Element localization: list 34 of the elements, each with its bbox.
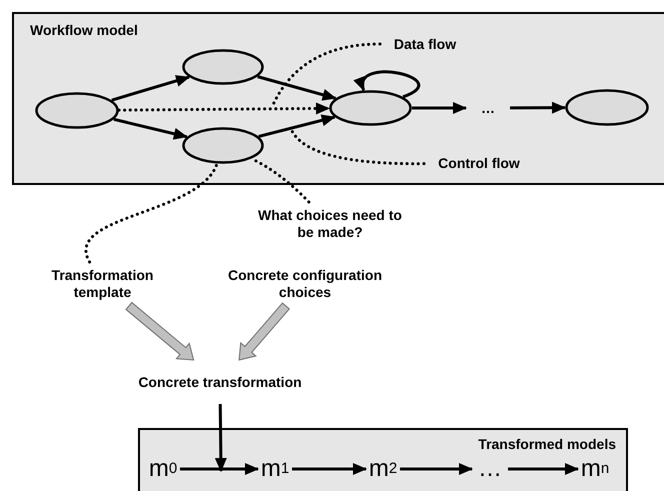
leader-line bbox=[290, 130, 426, 166]
arrow bbox=[510, 102, 566, 114]
model-panel bbox=[138, 428, 628, 491]
text-label: Control flow bbox=[437, 154, 521, 173]
arrow bbox=[180, 463, 259, 475]
dotted-arrow bbox=[118, 102, 330, 114]
ellipse-node bbox=[182, 49, 264, 85]
panel-title: Workflow model bbox=[30, 22, 138, 38]
ellipse-node bbox=[329, 90, 412, 126]
arrow bbox=[257, 75, 337, 101]
text-label: Concrete transformation bbox=[137, 372, 303, 392]
text-label: Transformation template bbox=[50, 266, 154, 302]
loop-arrow bbox=[356, 70, 420, 98]
arrow bbox=[412, 102, 467, 114]
text-label: Data flow bbox=[392, 34, 458, 54]
ellipse-node bbox=[565, 89, 649, 126]
model-panel bbox=[12, 12, 664, 185]
ellipse-node bbox=[35, 92, 119, 129]
arrow bbox=[292, 463, 367, 475]
text-label: … bbox=[480, 98, 496, 118]
arrow bbox=[508, 463, 579, 475]
arrow bbox=[258, 114, 336, 138]
arrow bbox=[214, 404, 227, 472]
model-label: … bbox=[477, 454, 503, 484]
block-arrow bbox=[125, 302, 194, 361]
block-arrow bbox=[238, 302, 290, 361]
leader-line bbox=[84, 162, 218, 264]
ellipse-node bbox=[182, 127, 264, 164]
arrow bbox=[111, 75, 190, 102]
text-label: What choices need to be made? bbox=[257, 206, 403, 242]
panel-title: Transformed models bbox=[478, 436, 616, 452]
arrow bbox=[114, 118, 188, 140]
arrow bbox=[400, 463, 473, 475]
text-label: Concrete configuration choices bbox=[226, 266, 383, 302]
